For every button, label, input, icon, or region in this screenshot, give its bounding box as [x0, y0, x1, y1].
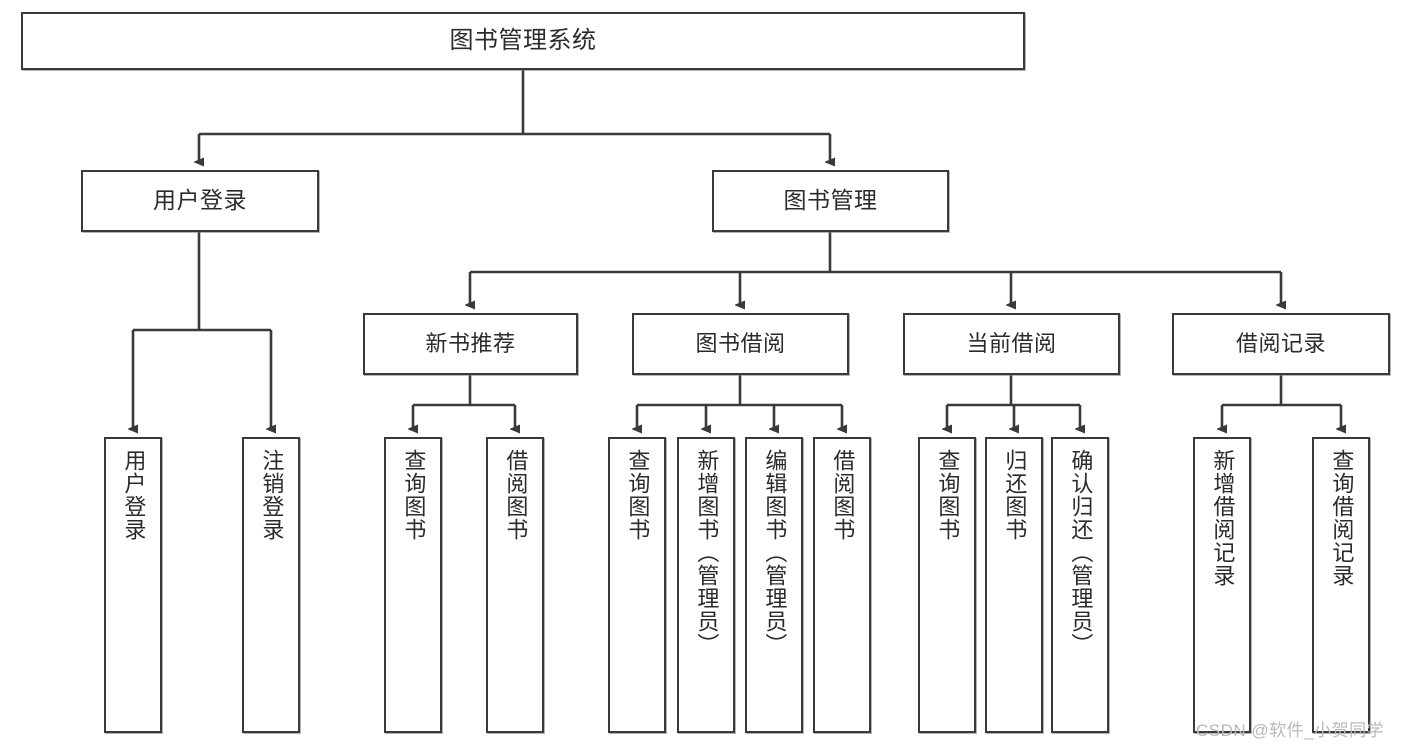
node-leaf-query-book-2[interactable]: 查询图书 [608, 437, 666, 733]
node-leaf-user-logout[interactable]: 注销登录 [242, 437, 300, 733]
node-user-login[interactable]: 用户登录 [81, 170, 319, 232]
node-leaf-query-book-2-label: 查询图书 [625, 449, 651, 541]
node-borrow-record-label: 借阅记录 [1235, 331, 1326, 357]
node-borrow-record[interactable]: 借阅记录 [1172, 313, 1390, 375]
node-leaf-user-logout-label: 注销登录 [259, 449, 285, 541]
node-new-book-recommend-label: 新书推荐 [425, 331, 516, 357]
node-leaf-user-login-label: 用户登录 [121, 449, 147, 541]
node-leaf-confirm-return-label: 确认归还（管理员） [1068, 449, 1094, 656]
node-book-manage-label: 图书管理 [783, 187, 878, 214]
node-leaf-edit-book-label: 编辑图书（管理员） [762, 449, 788, 656]
node-leaf-query-book-3[interactable]: 查询图书 [918, 437, 976, 733]
node-leaf-confirm-return[interactable]: 确认归还（管理员） [1051, 437, 1109, 733]
node-leaf-add-book[interactable]: 新增图书（管理员） [677, 437, 735, 733]
node-leaf-add-book-label: 新增图书（管理员） [694, 449, 720, 656]
node-leaf-query-book-3-label: 查询图书 [935, 449, 961, 541]
node-leaf-edit-book[interactable]: 编辑图书（管理员） [745, 437, 803, 733]
node-leaf-add-record-label: 新增借阅记录 [1210, 449, 1236, 587]
node-leaf-query-book-1[interactable]: 查询图书 [384, 437, 442, 733]
node-leaf-return-book[interactable]: 归还图书 [985, 437, 1043, 733]
node-leaf-user-login[interactable]: 用户登录 [104, 437, 162, 733]
node-book-borrow-label: 图书借阅 [695, 331, 786, 357]
node-leaf-query-record[interactable]: 查询借阅记录 [1312, 437, 1370, 733]
node-root[interactable]: 图书管理系统 [21, 12, 1025, 70]
node-new-book-recommend[interactable]: 新书推荐 [363, 313, 578, 375]
node-leaf-borrow-book-2[interactable]: 借阅图书 [813, 437, 871, 733]
node-root-label: 图书管理系统 [449, 26, 597, 54]
node-leaf-query-book-1-label: 查询图书 [401, 449, 427, 541]
node-leaf-add-record[interactable]: 新增借阅记录 [1193, 437, 1251, 733]
node-leaf-return-book-label: 归还图书 [1002, 449, 1028, 541]
node-leaf-query-record-label: 查询借阅记录 [1329, 449, 1355, 587]
node-user-login-label: 用户登录 [153, 187, 247, 214]
node-leaf-borrow-book-2-label: 借阅图书 [830, 449, 856, 541]
node-book-manage[interactable]: 图书管理 [712, 170, 949, 232]
node-current-borrow[interactable]: 当前借阅 [903, 313, 1120, 375]
node-current-borrow-label: 当前借阅 [966, 331, 1057, 357]
csdn-watermark: CSDN @软件_小贺同学 [1196, 721, 1385, 740]
node-book-borrow[interactable]: 图书借阅 [632, 313, 849, 375]
node-leaf-borrow-book-1-label: 借阅图书 [503, 449, 529, 541]
node-leaf-borrow-book-1[interactable]: 借阅图书 [486, 437, 544, 733]
